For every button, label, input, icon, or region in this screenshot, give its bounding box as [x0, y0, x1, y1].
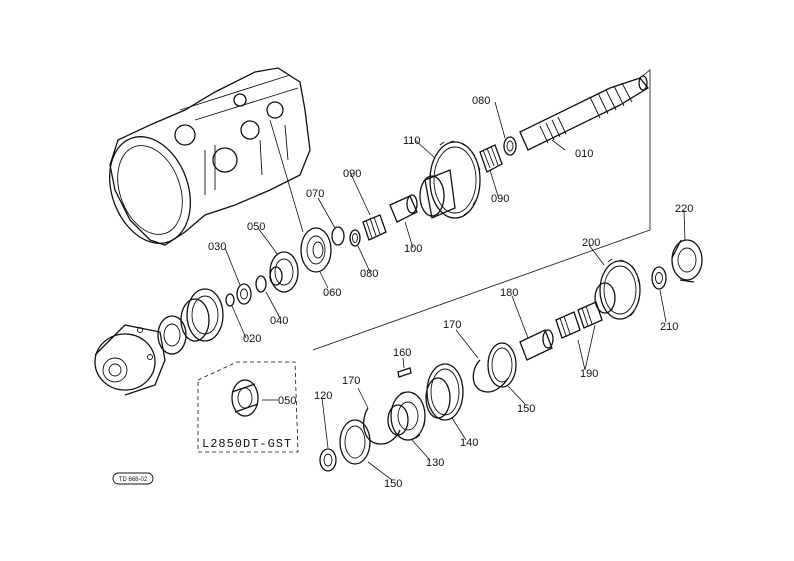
- synchro-ring-150-left: [339, 419, 371, 465]
- transmission-case: [108, 67, 311, 246]
- needle-bearing-090-mid: [362, 214, 387, 241]
- collar-210: [651, 266, 667, 290]
- gear-110: [419, 140, 481, 219]
- shift-gear: [180, 288, 224, 342]
- label-030: 030: [208, 241, 226, 253]
- label-100: 100: [404, 243, 422, 255]
- needle-bearings-190: [555, 301, 603, 339]
- label-080-mid: 080: [360, 268, 378, 280]
- label-110: 110: [403, 135, 421, 147]
- label-200: 200: [582, 237, 600, 249]
- label-220: 220: [675, 203, 693, 215]
- label-090-mid: 090: [491, 193, 509, 205]
- gear-200: [594, 258, 641, 320]
- collar-080-top: [503, 136, 517, 156]
- figure-code: TD 668-02: [119, 477, 148, 483]
- spring-170-left: [362, 407, 401, 445]
- label-070: 070: [306, 188, 324, 200]
- label-180: 180: [500, 287, 518, 299]
- label-120: 120: [314, 390, 332, 402]
- part-labels: 010 020 030 040 050 050 060 070 080 080 …: [208, 95, 693, 490]
- synchro-ring-150-right: [487, 342, 517, 388]
- sleeve-180: [519, 329, 554, 361]
- bearing-030: [236, 283, 252, 305]
- synchro-hub-130: [387, 391, 426, 441]
- label-010: 010: [575, 148, 593, 160]
- shifter-sleeve-140: [425, 363, 464, 421]
- leader-lines: [224, 101, 686, 481]
- collar-080-mid: [349, 229, 361, 247]
- sleeve-100: [389, 194, 418, 223]
- label-050-main: 050: [247, 221, 265, 233]
- figure-code-stamp: TD 668-02: [112, 472, 154, 485]
- label-130: 130: [426, 457, 444, 469]
- label-170-left: 170: [342, 375, 360, 387]
- needle-bearing-090-top: [479, 144, 503, 173]
- ring-040: [255, 275, 267, 293]
- label-150-left: 150: [384, 478, 402, 490]
- bearing-220: [671, 239, 703, 283]
- label-190: 190: [580, 368, 598, 380]
- main-shaft-010: [312, 69, 651, 351]
- key-160: [397, 367, 412, 378]
- label-210: 210: [660, 321, 678, 333]
- snap-ring-070: [331, 226, 345, 246]
- ring-020: [225, 293, 235, 307]
- label-050-variant: 050: [278, 395, 296, 407]
- bearing-060: [300, 227, 332, 273]
- variant-label: L2850DT-GST: [202, 437, 292, 451]
- label-060: 060: [323, 287, 341, 299]
- spring-170-right: [472, 359, 509, 393]
- label-080-top: 080: [472, 95, 490, 107]
- washer-120: [319, 448, 337, 472]
- label-020: 020: [243, 333, 261, 345]
- label-040: 040: [270, 315, 288, 327]
- label-160: 160: [393, 347, 411, 359]
- variant-box: [197, 361, 299, 453]
- clutch-drum: [94, 324, 166, 396]
- label-170-right: 170: [443, 319, 461, 331]
- collar-left: [157, 315, 187, 355]
- gear-050: [269, 251, 299, 293]
- label-090-top: 090: [343, 168, 361, 180]
- label-140: 140: [460, 437, 478, 449]
- label-150-right: 150: [517, 403, 535, 415]
